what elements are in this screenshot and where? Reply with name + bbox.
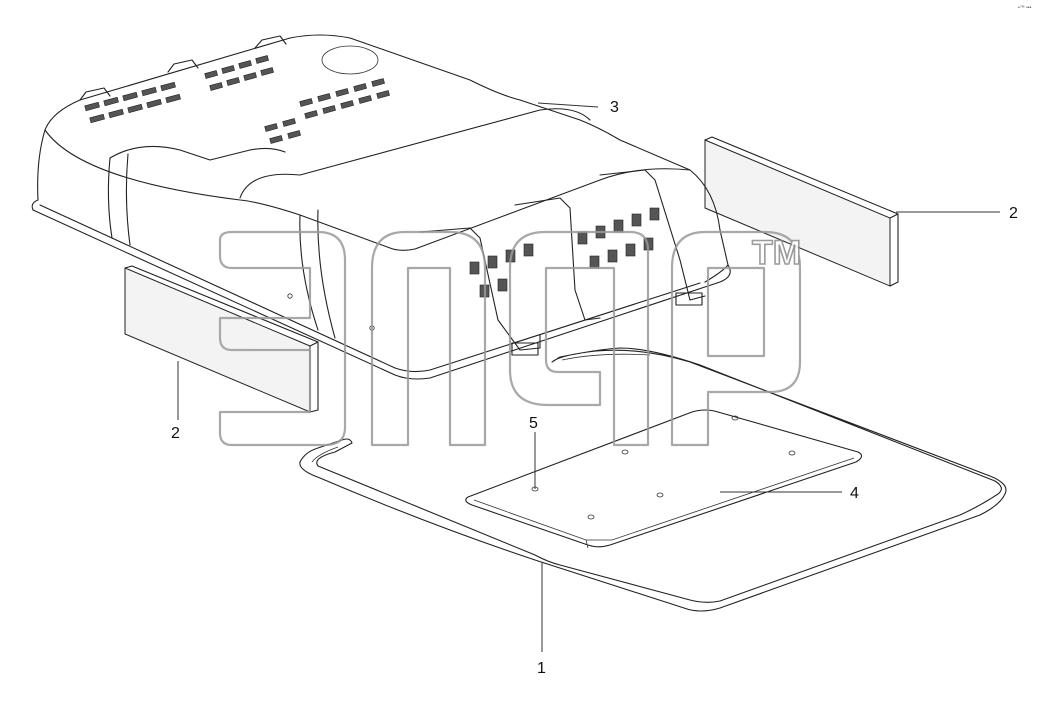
- cover-top-grille: [84, 55, 390, 144]
- cover-mounting-bosses: [79, 35, 379, 101]
- callout-3: 3: [610, 99, 619, 116]
- callout-4: 4: [850, 485, 859, 502]
- callout-1: 1: [537, 660, 546, 677]
- leader-lines: [177, 102, 1000, 652]
- pad-fasteners: [531, 415, 796, 520]
- callout-5: 5: [529, 415, 538, 432]
- part-2-right-pad: [704, 136, 899, 287]
- callout-2-right: 2: [1009, 205, 1018, 222]
- watermark-logo: TM: [218, 230, 802, 447]
- callout-labels: 3 2 2 5 4 1: [171, 99, 1018, 677]
- watermark-trademark: TM: [752, 234, 801, 272]
- callout-2-left: 2: [171, 425, 180, 442]
- part-4-pad: [465, 409, 863, 549]
- corner-mark: •™ •••: [1018, 5, 1032, 11]
- part-1-base-mat: [299, 347, 1007, 612]
